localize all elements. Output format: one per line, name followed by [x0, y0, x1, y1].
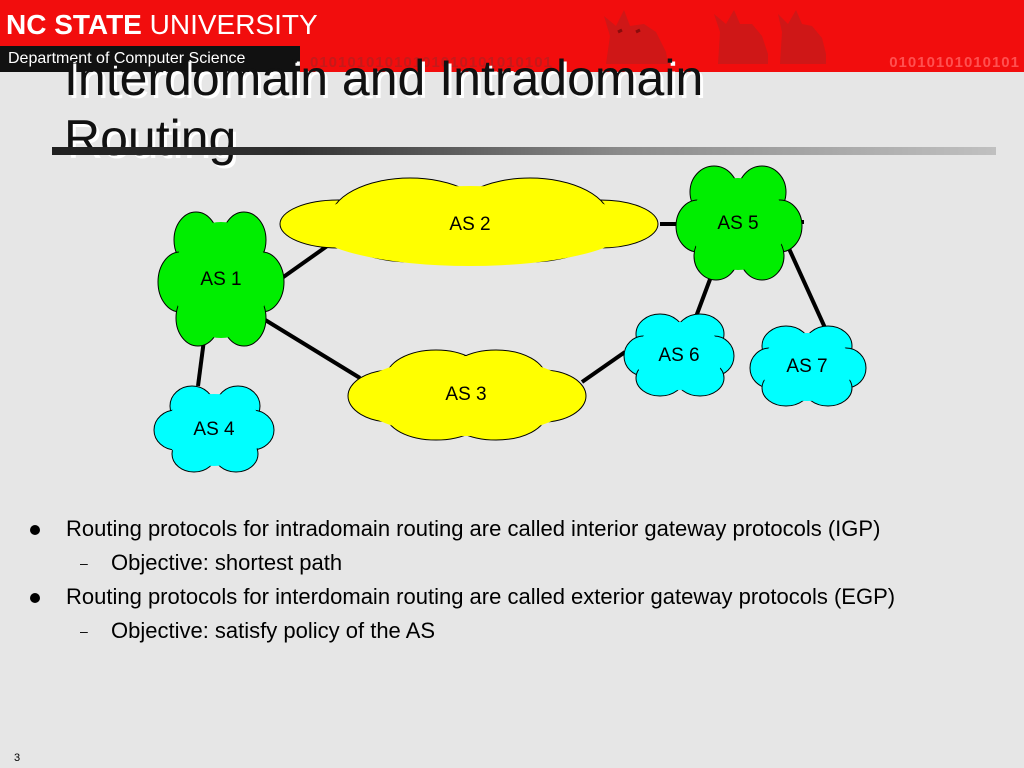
dash-icon: –: [80, 623, 88, 639]
department-box: Department of Computer Science: [0, 46, 300, 72]
as7-cloud: [749, 325, 867, 407]
as1-cloud: [157, 211, 285, 347]
as3-label: AS 3: [445, 384, 486, 405]
as-network-diagram: AS 2 AS 1 AS 5 AS 3: [153, 165, 867, 473]
bullet-text: Routing protocols for interdomain routin…: [66, 584, 896, 609]
department-name: Department of Computer Science: [8, 50, 246, 67]
link-as1-as3: [260, 316, 362, 380]
binary-watermark: 01010101010101: [889, 54, 1020, 71]
bullet-item: Routing protocols for intradomain routin…: [30, 516, 990, 576]
link-as3-as6: [580, 350, 627, 384]
as7-label: AS 7: [786, 356, 827, 377]
as3-cloud: [347, 349, 587, 441]
page-number: 3: [14, 752, 21, 764]
university-name-bold: NC STATE: [6, 9, 142, 40]
sub-bullet-item: – Objective: satisfy policy of the AS: [66, 618, 990, 644]
bullet-item: Routing protocols for interdomain routin…: [30, 584, 990, 644]
wolf-icon-3: [778, 10, 826, 64]
slide-title: Interdomain and Intradomain Routing: [64, 50, 704, 166]
sub-bullet-list: – Objective: satisfy policy of the AS: [66, 618, 990, 644]
university-name: NC STATE UNIVERSITY: [6, 8, 318, 42]
bullet-dot-icon: [30, 525, 40, 535]
as1-label: AS 1: [200, 269, 241, 290]
as5-cloud: [675, 165, 803, 281]
university-name-rest: UNIVERSITY: [141, 9, 318, 40]
bullet-text: Routing protocols for intradomain routin…: [66, 516, 881, 541]
as5-label: AS 5: [717, 213, 758, 234]
as6-cloud: [623, 313, 735, 397]
as6-label: AS 6: [658, 345, 699, 366]
as2-cloud: [279, 177, 659, 266]
link-as1-as2: [280, 242, 332, 280]
bullet-dot-icon: [30, 593, 40, 603]
sub-bullet-text: Objective: satisfy policy of the AS: [111, 618, 436, 643]
sub-bullet-text: Objective: shortest path: [111, 550, 343, 575]
wolf-logo-icon: [604, 10, 668, 64]
link-as1-as4: [196, 339, 206, 387]
sub-bullet-item: – Objective: shortest path: [66, 550, 990, 576]
dash-icon: –: [80, 555, 88, 571]
title-underline: [52, 147, 996, 155]
as4-cloud: [153, 385, 275, 473]
bullet-list: Routing protocols for intradomain routin…: [30, 516, 990, 652]
link-as5-as7: [784, 241, 828, 331]
header-banner: 01010101010101010101010101 0101010101010…: [0, 0, 1024, 72]
wolf-icon-2: [714, 10, 768, 64]
as2-label: AS 2: [449, 214, 490, 235]
binary-watermark-faint: 01010101010101010101010101: [310, 54, 553, 71]
sub-bullet-list: – Objective: shortest path: [66, 550, 990, 576]
as4-label: AS 4: [193, 419, 235, 440]
